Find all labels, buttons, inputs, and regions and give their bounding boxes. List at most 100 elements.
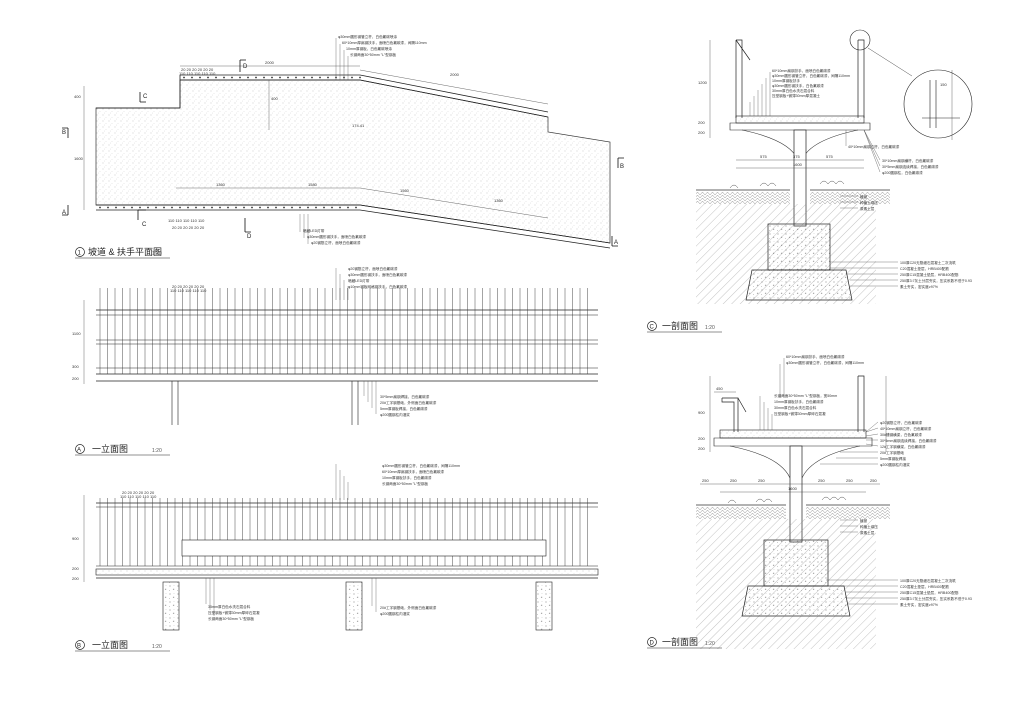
secD-note-m3: 30#槽钢横梁，白色氟碳漆 bbox=[880, 432, 922, 437]
railing-post bbox=[123, 206, 125, 209]
secC-title: 一剖面图 bbox=[662, 320, 698, 331]
secD-note-3: 长钢两面30*50mm "L"型钢板，宽50mm bbox=[774, 393, 837, 398]
secC-detail-dim: 150 bbox=[940, 82, 947, 87]
secD-note-f1: 100厚C20无筋细石混凝土二次浇筑 bbox=[900, 578, 956, 583]
plan-dim-slope-len: 2000 bbox=[450, 72, 460, 77]
secD-note-f2: C20混凝土垫层，HRB400配筋 bbox=[900, 584, 949, 589]
railing-post bbox=[223, 76, 225, 79]
secD-dim-h1: 900 bbox=[698, 410, 705, 415]
railing-post bbox=[131, 206, 133, 209]
secC-note-g3: 原素土层 bbox=[860, 206, 875, 211]
railing-post bbox=[115, 206, 117, 209]
elevB-note-b3: 长钢两面30*50mm "L"型钢板 bbox=[208, 616, 254, 621]
secC-note-3: 10mm厚钢板扶手 bbox=[772, 78, 800, 83]
elevB-dim-h1: 900 bbox=[72, 536, 79, 541]
secC-note-f3: 250厚C15混凝土垫层，HRB400配筋 bbox=[900, 272, 959, 277]
railing-post bbox=[139, 206, 141, 209]
plan-note-b3: φ20钢筋立杆，面喷白色氟碳漆 bbox=[311, 240, 361, 245]
railing-post bbox=[211, 206, 213, 209]
elevB-dim-h3: 200 bbox=[72, 576, 79, 581]
secD-dim-h3: 200 bbox=[698, 446, 705, 451]
elevation-b-piers bbox=[162, 581, 553, 631]
elevA-note-b1: 30*5mm扁钢焊接，白色氟碳漆 bbox=[380, 394, 430, 399]
plan-dim-left-mid: 1600 bbox=[74, 156, 84, 161]
railing-post bbox=[195, 206, 197, 209]
plan-railing-posts bbox=[99, 76, 361, 209]
plan-note-2: 60*10mm厚扁钢扶手，面喷白色氟碳漆，间隔110mm bbox=[342, 40, 427, 45]
secC-note-g1: 植被 bbox=[860, 194, 868, 199]
secD-dim-w1: 250 bbox=[702, 478, 709, 483]
elevA-note-b3: 5mm厚钢板焊接，白色氟碳漆 bbox=[380, 406, 428, 411]
plan-scale: 1:20 bbox=[152, 251, 162, 257]
plan-mark-b-left: B bbox=[62, 130, 66, 136]
railing-post bbox=[259, 206, 261, 209]
secD-dim-total: 1600 bbox=[788, 486, 798, 491]
elevB-note-b1: 35mm厚白色水洗石混合料 bbox=[208, 604, 251, 609]
secC-note-m4: φ200圆钢柱，白色氟碳漆 bbox=[882, 170, 923, 175]
secC-note-m3: 30*5mm扁钢连续焊接，白色氟碳漆 bbox=[882, 164, 939, 169]
secD-note-6: 压型钢板+微薄30mm厚碎石混凝 bbox=[774, 411, 826, 416]
elevB-scale: 1:20 bbox=[152, 644, 162, 650]
secC-note-f2: C20混凝土垫层，HRB400配筋 bbox=[900, 266, 949, 271]
plan-note-1: φ30mm圆形钢管立杆，白色氟碳喷涂 bbox=[338, 34, 397, 39]
secD-dim-w2: 250 bbox=[730, 478, 737, 483]
railing-post bbox=[163, 206, 165, 209]
elevA-dim-top: 20 20 20 20 20 20 bbox=[172, 284, 205, 289]
secC-note-m2: 30*10mm扁钢横杆，白色氟碳漆 bbox=[882, 158, 934, 163]
railing-post bbox=[107, 206, 109, 209]
elevB-note-b2: 压型钢板+微薄30mm厚碎石混凝 bbox=[208, 610, 260, 615]
elevA-scale: 1:20 bbox=[152, 448, 162, 454]
elevA-dim-h3: 200 bbox=[72, 376, 79, 381]
elevA-title: 一立面图 bbox=[92, 443, 128, 454]
plan-bottom-railing bbox=[96, 204, 611, 249]
railing-post bbox=[239, 76, 241, 79]
plan-note-4: 长钢两面30*50mm "L"型钢板 bbox=[350, 52, 396, 57]
secC-note-g2: 种植土填压 bbox=[860, 200, 878, 205]
plan-note-3: 10mm厚钢板，白色氟碳喷涂 bbox=[346, 46, 392, 51]
secC-note-4: φ30mm圆形钢扶手，白色氟碳漆 bbox=[772, 83, 824, 88]
railing-post bbox=[299, 206, 301, 209]
elevB-dim-top: 20 20 20 20 20 20 bbox=[122, 490, 155, 495]
railing-post bbox=[287, 76, 289, 79]
plan-title: 坡道 & 扶手平面图 bbox=[88, 246, 162, 257]
railing-post bbox=[275, 206, 277, 209]
railing-post bbox=[155, 206, 157, 209]
plan-mark-d-top: D bbox=[243, 64, 248, 70]
railing-post bbox=[279, 76, 281, 79]
plan-dim-bottom-row2: 20 20 20 20 20 20 bbox=[172, 225, 205, 230]
secC-dim-h1: 1200 bbox=[698, 80, 708, 85]
plan-mark-a-left: A bbox=[62, 210, 66, 216]
elevB-note-b5: φ200圆钢柱内灌浆 bbox=[380, 611, 410, 616]
elevB-note-3: 10mm厚钢板扶手，白色氟碳漆 bbox=[382, 475, 432, 480]
railing-post bbox=[271, 76, 273, 79]
railing-post bbox=[147, 206, 149, 209]
secD-scale: 1:20 bbox=[705, 641, 715, 647]
secD-dim-w5: 250 bbox=[846, 478, 853, 483]
secD-note-4: 10mm厚钢板扶手，白色氟碳漆 bbox=[774, 399, 824, 404]
secC-dim-h2: 200 bbox=[698, 120, 705, 125]
secC-dim-h3: 200 bbox=[698, 130, 705, 135]
railing-post bbox=[191, 76, 193, 79]
secC-note-5: 30mm厚白色水洗石混合料 bbox=[772, 88, 815, 93]
secD-dim-w4: 250 bbox=[818, 478, 825, 483]
railing-post bbox=[231, 76, 233, 79]
elevA-title-marker: A bbox=[77, 448, 81, 454]
elevA-note-2: φ30mm圆形钢扶手，面喷白色氟碳漆 bbox=[348, 272, 407, 277]
plan-dim-bottom-row: 110 110 110 110 110 bbox=[168, 218, 205, 223]
secC-note-2: φ30mm圆形钢管立杆，白色氟碳漆，间隔110mm bbox=[772, 73, 850, 78]
plan-note-b2: φ30mm圆形钢扶手，面喷白色氟碳漆 bbox=[307, 234, 366, 239]
plan-dim-seg4: 1360 bbox=[494, 198, 504, 203]
plan-dim-seg3: 1560 bbox=[400, 188, 410, 193]
elevB-title: 一立面图 bbox=[92, 639, 128, 650]
plan-mark-c-bot: C bbox=[142, 222, 147, 228]
elevA-dim-h1: 1100 bbox=[72, 331, 81, 336]
railing-post bbox=[355, 206, 357, 209]
railing-post bbox=[187, 206, 189, 209]
plan-dim-angle: 174.41 bbox=[352, 123, 365, 128]
elevA-note-3: 暗藏LED灯带 bbox=[348, 278, 370, 283]
plan-dim-left-top: 400 bbox=[74, 94, 81, 99]
secD-note-m6: 20#工字钢基础 bbox=[880, 450, 904, 455]
railing-post bbox=[267, 206, 269, 209]
elevB-note-2: 60*10mm厚扁钢扶手，面喷白色氟碳漆 bbox=[382, 469, 445, 474]
